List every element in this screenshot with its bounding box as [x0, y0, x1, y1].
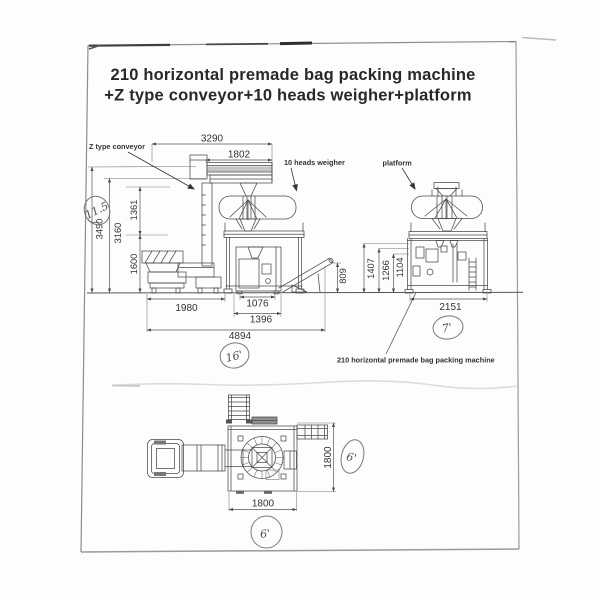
- dim-upper-height: 1361: [129, 200, 139, 221]
- dim-front-height-inner: 1104: [395, 258, 405, 278]
- plan-view-dimensions: 1800 1800: [228, 422, 336, 512]
- handwritten-oval-plan-depth: [340, 439, 365, 474]
- dim-feeder-width: 1980: [175, 303, 198, 314]
- side-view-labels: Z type conveyor 10 heads weigher: [89, 142, 345, 192]
- title: 210 horizontal premade bag packing machi…: [104, 66, 475, 105]
- weigher-leader-arrow: [290, 167, 298, 192]
- handwritten-height-ft: 11.5: [83, 199, 111, 221]
- dim-front-height-mid: 1266: [381, 260, 391, 281]
- front-view-drawing: [404, 182, 492, 294]
- handwritten-plan-depth-ft: 6': [345, 450, 358, 465]
- dim-lower-height: 1600: [129, 254, 139, 275]
- label-z-type-conveyor: Z type conveyor: [89, 142, 145, 151]
- front-view-labels: platform 210 horizontal premade bag pack…: [337, 159, 495, 365]
- dim-conveyor-width: 1802: [228, 150, 251, 161]
- label-platform: platform: [383, 159, 413, 168]
- dim-top-width: 3290: [201, 134, 224, 145]
- ground-line: [86, 291, 524, 294]
- handwritten-oval-plan-width: [250, 515, 283, 549]
- scan-artifacts: [88, 36, 557, 390]
- title-line-1: 210 horizontal premade bag packing machi…: [110, 66, 475, 84]
- dim-machine-frame-width: 1396: [250, 315, 273, 326]
- label-packing-machine: 210 horizontal premade bag packing machi…: [337, 356, 495, 365]
- front-view-dimensions: 1407 1266 1104 2151: [362, 243, 488, 313]
- dim-total-height: 3490: [95, 219, 105, 240]
- dim-machine-width: 1076: [246, 299, 269, 310]
- packing-machine-leader-line: [385, 292, 417, 355]
- dim-overall-length: 4894: [229, 331, 252, 342]
- dim-front-width: 2151: [439, 302, 462, 313]
- handwritten-front-width-ft: 7': [441, 321, 453, 336]
- side-view-dimensions: 3290 1802 3490 3160 1361 1600 1980 1076 …: [87, 134, 348, 342]
- handwritten-oval-length: [219, 342, 250, 369]
- page-border: [80, 40, 520, 553]
- label-10-heads-weigher: 10 heads weigher: [284, 158, 345, 167]
- dim-conveyor-height: 3160: [113, 223, 123, 244]
- handwritten-oval-height: [83, 195, 111, 226]
- handwritten-length-ft: 16': [224, 348, 244, 365]
- z-conveyor-leader-arrow: [127, 151, 195, 190]
- platform-leader-arrow: [401, 167, 416, 190]
- title-line-2: +Z type conveyor+10 heads weigher+platfo…: [104, 87, 471, 105]
- dim-outfeed-height: 809: [338, 268, 348, 284]
- side-view-drawing: [141, 154, 334, 295]
- plan-view-drawing: [147, 394, 328, 494]
- handwritten-oval-front-width: [432, 315, 464, 340]
- dim-plan-width: 1800: [252, 499, 275, 510]
- dim-plan-depth: 1800: [323, 446, 334, 469]
- dim-front-height-outer: 1407: [366, 258, 376, 279]
- handwritten-plan-width-ft: 6': [259, 527, 271, 541]
- handwritten-annotations: 11.5 16' 7' 6' 6': [83, 195, 464, 549]
